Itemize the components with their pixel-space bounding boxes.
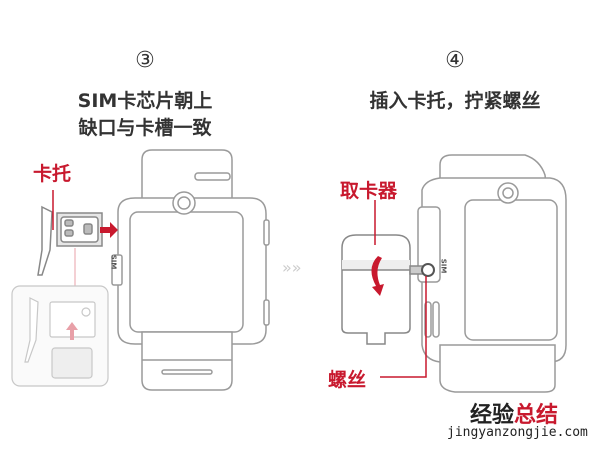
sim-mark-right: SIM	[439, 258, 448, 274]
step4-line1: 插入卡托，拧紧螺丝	[369, 90, 541, 112]
step4-number: ④	[445, 48, 465, 73]
screw-icon	[421, 263, 435, 277]
watermark-text-b: 总结	[514, 403, 559, 428]
step3-line2: 缺口与卡槽一致	[78, 117, 212, 139]
step3-line1: SIM卡芯片朝上	[77, 90, 213, 112]
watermark-title: 经验总结	[470, 397, 558, 429]
rotate-arrow-icon	[371, 256, 384, 296]
insert-arrow	[100, 222, 118, 238]
sim-mark-left: SIM	[109, 254, 118, 270]
screw-pointer-line	[380, 276, 427, 378]
watch-left	[111, 149, 270, 391]
screw-label: 螺丝	[328, 369, 367, 391]
tool-label: 取卡器	[340, 180, 398, 202]
inset-detail	[11, 285, 109, 387]
step-separator: »»	[282, 258, 302, 277]
step3-number: ③	[135, 48, 155, 73]
watermark-text-a: 经验	[470, 403, 515, 428]
watch-right	[417, 154, 567, 393]
sim-tray	[37, 205, 103, 276]
tray-label: 卡托	[33, 163, 72, 185]
card-removal-tool	[341, 234, 427, 345]
watermark-url: jingyanzongjie.com	[447, 425, 588, 440]
